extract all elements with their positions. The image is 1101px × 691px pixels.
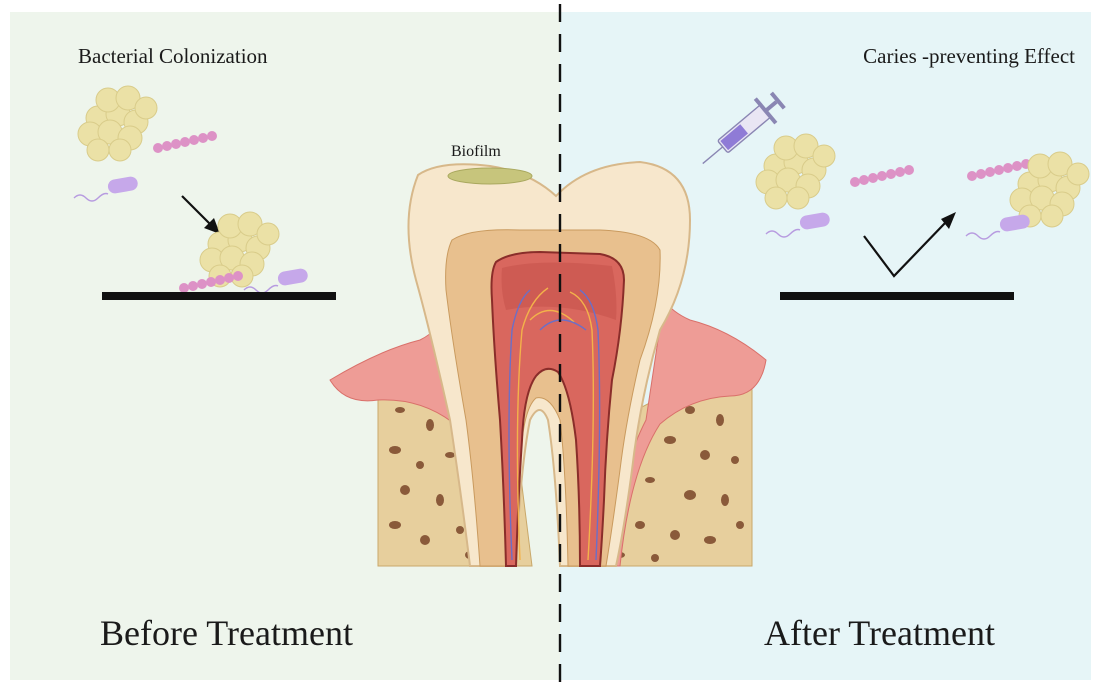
biofilm-layer bbox=[448, 168, 532, 184]
after-treatment-caption: After Treatment bbox=[764, 612, 995, 654]
tooth-surface-before bbox=[102, 292, 336, 300]
tooth-surface-after bbox=[780, 292, 1014, 300]
before-treatment-caption: Before Treatment bbox=[100, 612, 353, 654]
caries-preventing-label: Caries -preventing Effect bbox=[863, 44, 1075, 69]
bacterial-colonization-label: Bacterial Colonization bbox=[78, 44, 268, 69]
biofilm-label: Biofilm bbox=[451, 143, 501, 161]
